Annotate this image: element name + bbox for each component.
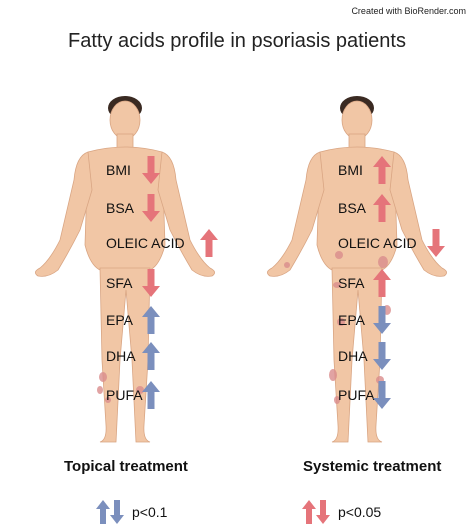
- topical-legend-text: p<0.1: [132, 504, 168, 520]
- arrow-up-icon: [373, 156, 391, 184]
- metric-label-pufa: PUFA: [106, 387, 143, 403]
- human-figure-left: [35, 96, 215, 443]
- arrow-up-icon: [142, 381, 160, 409]
- arrow-up-icon: [373, 194, 391, 222]
- metric-label-sfa: SFA: [106, 275, 133, 291]
- systemic-panel: BMI BSA OLEIC ACID SFA EPA DHA PUFA: [237, 90, 474, 450]
- metric-label-bsa: BSA: [338, 200, 367, 216]
- metric-label-epa: EPA: [106, 312, 133, 328]
- topical-heading: Topical treatment: [64, 458, 188, 475]
- arrow-down-icon: [142, 194, 160, 222]
- figure-title: Fatty acids profile in psoriasis patient…: [68, 30, 406, 52]
- metric-label-oleic-acid: OLEIC ACID: [106, 235, 185, 251]
- metric-label-epa: EPA: [338, 312, 365, 328]
- arrow-down-icon: [427, 229, 445, 257]
- arrow-down-icon: [142, 269, 160, 297]
- arrow-down-icon: [373, 342, 391, 370]
- metric-label-bmi: BMI: [338, 162, 363, 178]
- metric-label-bsa: BSA: [106, 200, 135, 216]
- red-arrow-pair-icon: [302, 500, 330, 524]
- metric-label-sfa: SFA: [338, 275, 365, 291]
- human-figure-right: [267, 96, 447, 443]
- blue-arrow-pair-icon: [96, 500, 124, 524]
- arrow-down-icon: [373, 306, 391, 334]
- metric-label-dha: DHA: [338, 348, 368, 364]
- systemic-legend-text: p<0.05: [338, 504, 382, 520]
- systemic-legend: p<0.05: [302, 500, 381, 524]
- arrow-up-icon: [142, 342, 160, 370]
- arrow-down-icon: [373, 381, 391, 409]
- arrow-down-icon: [142, 156, 160, 184]
- arrow-up-icon: [142, 306, 160, 334]
- metric-label-oleic-acid: OLEIC ACID: [338, 235, 417, 251]
- arrow-up-icon: [373, 269, 391, 297]
- metric-label-pufa: PUFA: [338, 387, 375, 403]
- topical-legend: p<0.1: [96, 500, 167, 524]
- metric-label-bmi: BMI: [106, 162, 131, 178]
- topical-panel: BMI BSA OLEIC ACID SFA EPA DHA PUFA: [0, 90, 237, 450]
- metric-label-dha: DHA: [106, 348, 136, 364]
- arrow-up-icon: [200, 229, 218, 257]
- systemic-heading: Systemic treatment: [303, 458, 442, 475]
- biorender-credit: Created with BioRender.com: [351, 6, 466, 16]
